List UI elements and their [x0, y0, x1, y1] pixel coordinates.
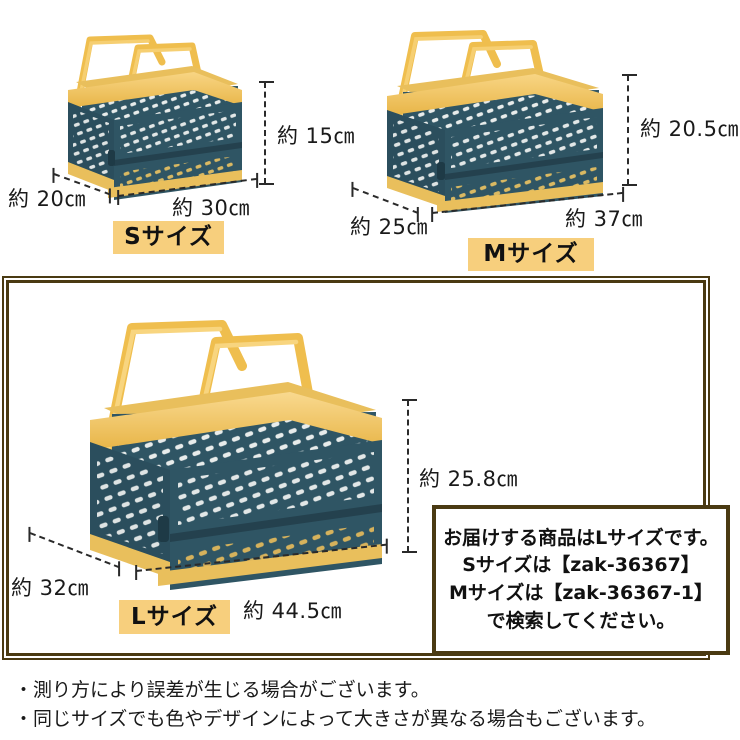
- dimension-label-height-l: 約 25.8㎝: [419, 467, 518, 491]
- info-box-line-3: Mサイズは【zak-36367-1】: [449, 582, 713, 604]
- dimension-line-height-l: [402, 399, 417, 553]
- size-badge-l: Lサイズ: [119, 600, 230, 634]
- basket-illustration-m: [355, 8, 610, 213]
- basket-illustration-l: [46, 300, 391, 590]
- dimension-label-height-s: 約 15㎝: [277, 124, 355, 148]
- dimension-label-height-m: 約 20.5㎝: [640, 117, 739, 141]
- dimension-label-depth-m: 約 25㎝: [350, 215, 428, 239]
- dimension-label-width-m: 約 37㎝: [565, 207, 643, 231]
- dimension-label-width-l: 約 44.5㎝: [243, 599, 342, 623]
- size-block-m: 約 20.5㎝ 約 25㎝ 約 37㎝ Mサイズ: [340, 0, 740, 275]
- dimension-label-depth-s: 約 20㎝: [8, 187, 86, 211]
- size-badge-label-s: Sサイズ: [124, 224, 213, 250]
- dimension-label-depth-l: 約 32㎝: [11, 576, 89, 600]
- size-badge-s: Sサイズ: [113, 221, 224, 254]
- size-block-s: 約 15㎝ 約 20㎝ 約 30㎝ Sサイズ: [0, 0, 354, 254]
- info-box-line-1: お届けする商品はLサイズです。: [443, 526, 719, 549]
- dimension-label-width-s: 約 30㎝: [172, 196, 250, 220]
- info-box-line-2: Sサイズは【zak-36367】: [462, 554, 700, 577]
- disclaimer-note-2: ・同じサイズでも色やデザインによって大きさが異なる場合もございます。: [14, 708, 657, 731]
- size-badge-label-m: Mサイズ: [483, 241, 579, 267]
- size-badge-m: Mサイズ: [468, 238, 594, 271]
- size-badge-label-l: Lサイズ: [131, 603, 218, 630]
- disclaimer-notes: ・測り方により誤差が生じる場合がございます。 ・同じサイズでも色やデザインによっ…: [14, 676, 730, 735]
- disclaimer-note-1: ・測り方により誤差が生じる場合がございます。: [14, 679, 430, 701]
- info-box-line-4: で検索してください。: [486, 609, 676, 632]
- dimension-line-height-s: [259, 81, 274, 185]
- basket-illustration-s: [42, 10, 247, 200]
- size-block-l: 約 25.8㎝ 約 32㎝ 約 44.5㎝ Lサイズ: [6, 280, 706, 656]
- info-box: お届けする商品はLサイズです。 Sサイズは【zak-36367】 Mサイズは【z…: [432, 505, 730, 655]
- dimension-line-height-m: [622, 74, 637, 186]
- l-size-frame: [2, 276, 710, 660]
